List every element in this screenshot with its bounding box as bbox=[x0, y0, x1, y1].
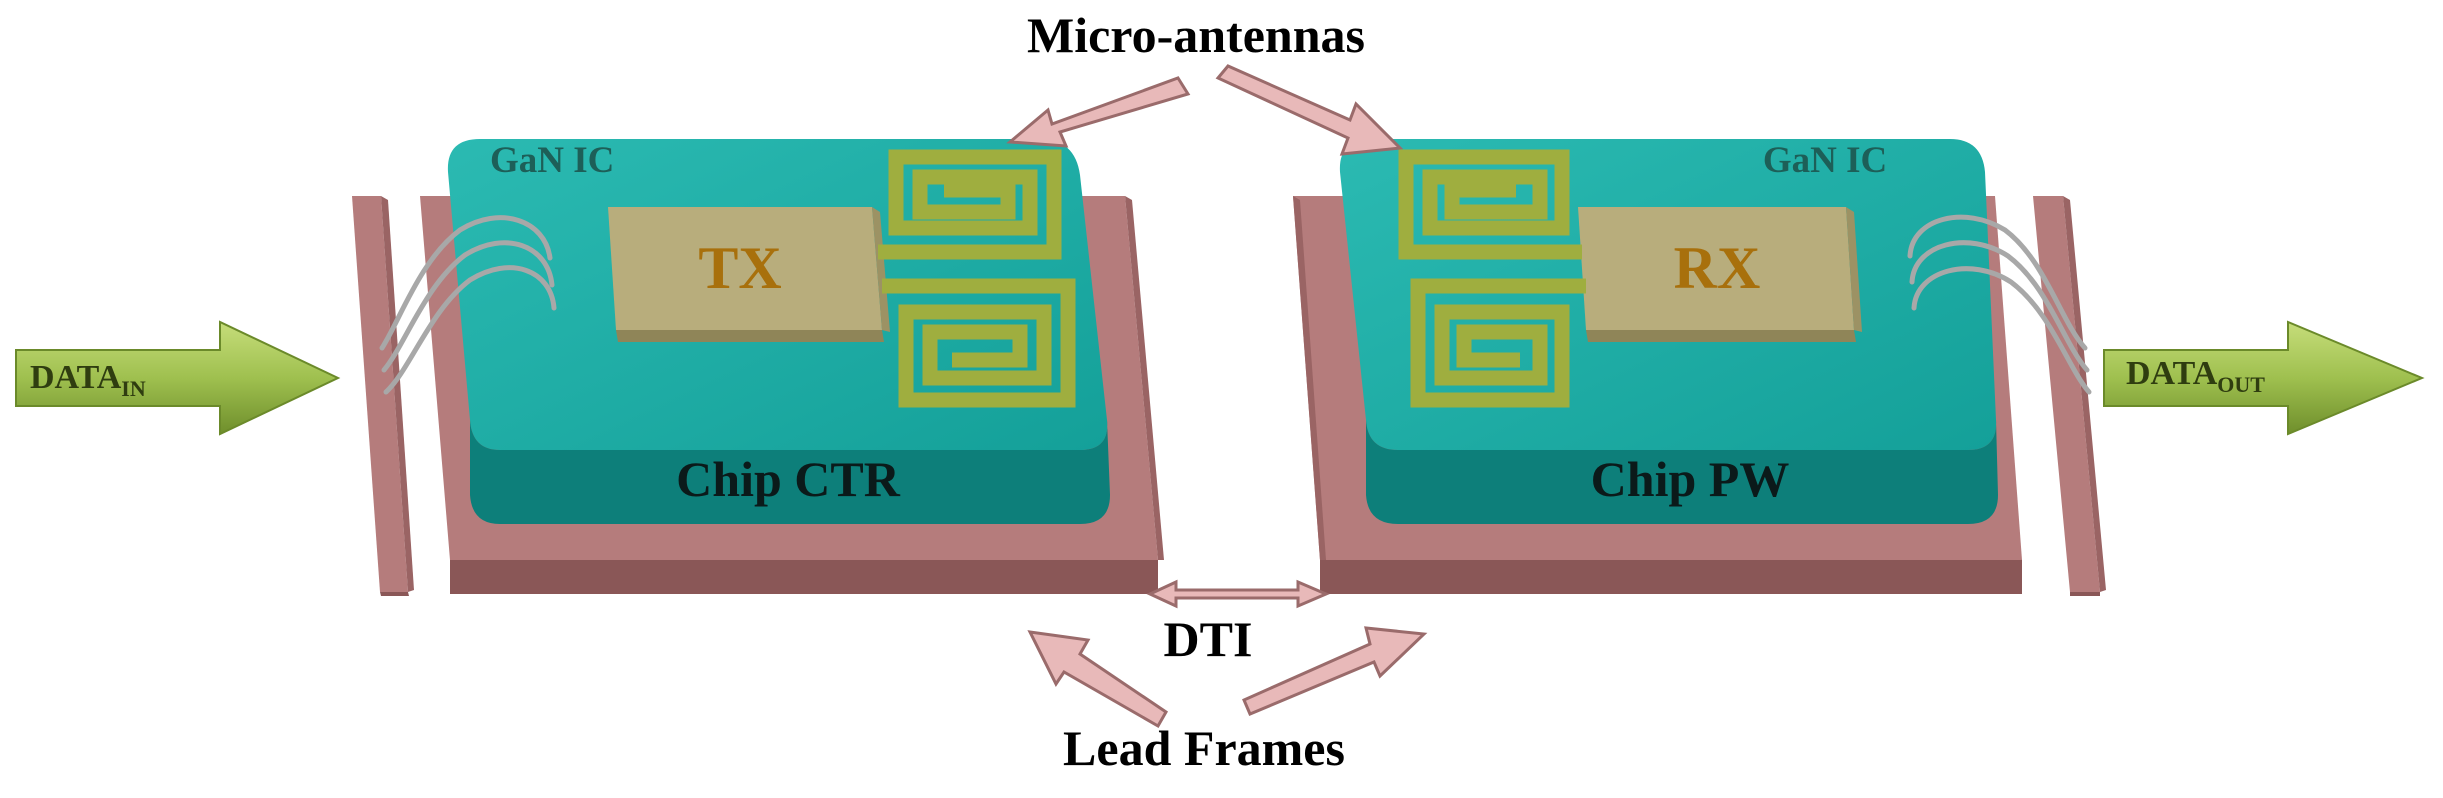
left-bond-wires bbox=[379, 215, 557, 395]
right-bond-wires bbox=[1907, 214, 2092, 395]
left-chip-name: Chip CTR bbox=[676, 451, 901, 507]
tx-label: TX bbox=[698, 235, 781, 301]
rx-label: RX bbox=[1674, 235, 1761, 301]
left-chip-assembly: GaN IC TX Chip CTR bbox=[352, 139, 1164, 596]
data-in-arrow: DATAIN bbox=[15, 320, 341, 436]
left-bottom-spiral-antenna bbox=[882, 278, 1076, 408]
dti-label: DTI bbox=[1164, 611, 1253, 667]
data-out-sub-label: OUT bbox=[2217, 372, 2265, 397]
micro-antenna-callout-arrows bbox=[1006, 64, 1404, 156]
left-outer-lead-bar bbox=[352, 196, 414, 596]
right-outer-lead-bar bbox=[2033, 196, 2106, 596]
micro-antennas-label: Micro-antennas bbox=[1027, 7, 1365, 63]
tx-block bbox=[608, 207, 890, 342]
svg-text:DATAOUT: DATAOUT bbox=[2126, 355, 2265, 397]
left-die-label: GaN IC bbox=[490, 140, 614, 181]
lead-frame-callout-arrows bbox=[1027, 626, 1428, 729]
dti-double-arrow bbox=[1146, 579, 1330, 609]
right-top-spiral-antenna bbox=[1398, 149, 1582, 260]
right-chip-assembly: GaN IC RX Chip PW bbox=[1293, 139, 2106, 596]
lead-frames-label: Lead Frames bbox=[1063, 720, 1345, 776]
left-top-spiral-antenna bbox=[878, 149, 1062, 260]
data-out-arrow: DATAOUT bbox=[2103, 320, 2425, 436]
data-in-main-label: DATA bbox=[30, 359, 122, 396]
right-bottom-spiral-antenna bbox=[1410, 278, 1586, 408]
right-chip-name: Chip PW bbox=[1591, 451, 1790, 507]
data-out-main-label: DATA bbox=[2126, 355, 2218, 392]
svg-text:DATAIN: DATAIN bbox=[30, 359, 146, 401]
rx-block bbox=[1578, 207, 1862, 342]
data-in-sub-label: IN bbox=[121, 376, 146, 401]
right-die-label: GaN IC bbox=[1763, 140, 1887, 181]
